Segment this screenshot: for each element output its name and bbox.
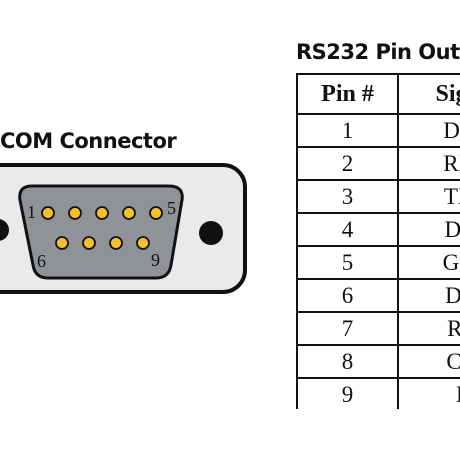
pin-number-cell: 7 [296, 311, 399, 346]
signal-cell: CTS [397, 344, 460, 379]
pin-4 [122, 206, 136, 220]
pin-label-5: 5 [167, 198, 176, 218]
table-header-row: Pin # Signal [296, 73, 460, 115]
pin-number-cell: 6 [296, 278, 399, 313]
pin-8 [109, 236, 123, 250]
signal-cell: DTR [397, 212, 460, 247]
connector-title: COM Connector [0, 129, 177, 153]
pin-number-cell: 5 [296, 245, 399, 280]
pin-6 [55, 236, 69, 250]
pin-number-cell: 1 [296, 113, 399, 148]
signal-cell: TXD [397, 179, 460, 214]
pin-number-cell: 4 [296, 212, 399, 247]
header-pin-number: Pin # [296, 73, 399, 115]
pin-3 [95, 206, 109, 220]
pin-7 [82, 236, 96, 250]
signal-cell: GND [397, 245, 460, 280]
table-row: 3TXD [296, 179, 460, 214]
pinout-table-title: RS232 Pin Out [296, 40, 460, 64]
pin-label-1: 1 [27, 202, 36, 222]
pinout-table: Pin # Signal 1DCD 2RXD 3TXD 4DTR 5GND 6D… [296, 73, 460, 409]
pinout-table-container: Pin # Signal 1DCD 2RXD 3TXD 4DTR 5GND 6D… [296, 73, 460, 409]
mounting-hole-left [0, 219, 9, 241]
pin-number-cell: 9 [296, 377, 399, 409]
table-row: 8CTS [296, 344, 460, 379]
pin-9 [136, 236, 150, 250]
table-row: 7RTS [296, 311, 460, 346]
table-row: 5GND [296, 245, 460, 280]
signal-cell: RI [397, 377, 460, 409]
signal-cell: DSR [397, 278, 460, 313]
signal-cell: DCD [397, 113, 460, 148]
pin-number-cell: 8 [296, 344, 399, 379]
pin-2 [68, 206, 82, 220]
table-row: 9RI [296, 377, 460, 409]
pin-number-cell: 3 [296, 179, 399, 214]
pin-label-6: 6 [37, 251, 46, 271]
pin-number-cell: 2 [296, 146, 399, 181]
pin-5 [149, 206, 163, 220]
signal-cell: RXD [397, 146, 460, 181]
pin-1 [41, 206, 55, 220]
connector-body [18, 184, 184, 280]
table-row: 2RXD [296, 146, 460, 181]
db9-connector-diagram: 1 5 6 9 [0, 163, 247, 294]
table-row: 1DCD [296, 113, 460, 148]
mounting-hole-right [199, 221, 223, 245]
table-row: 4DTR [296, 212, 460, 247]
signal-cell: RTS [397, 311, 460, 346]
header-signal: Signal [397, 73, 460, 115]
pin-label-9: 9 [151, 250, 160, 270]
table-row: 6DSR [296, 278, 460, 313]
